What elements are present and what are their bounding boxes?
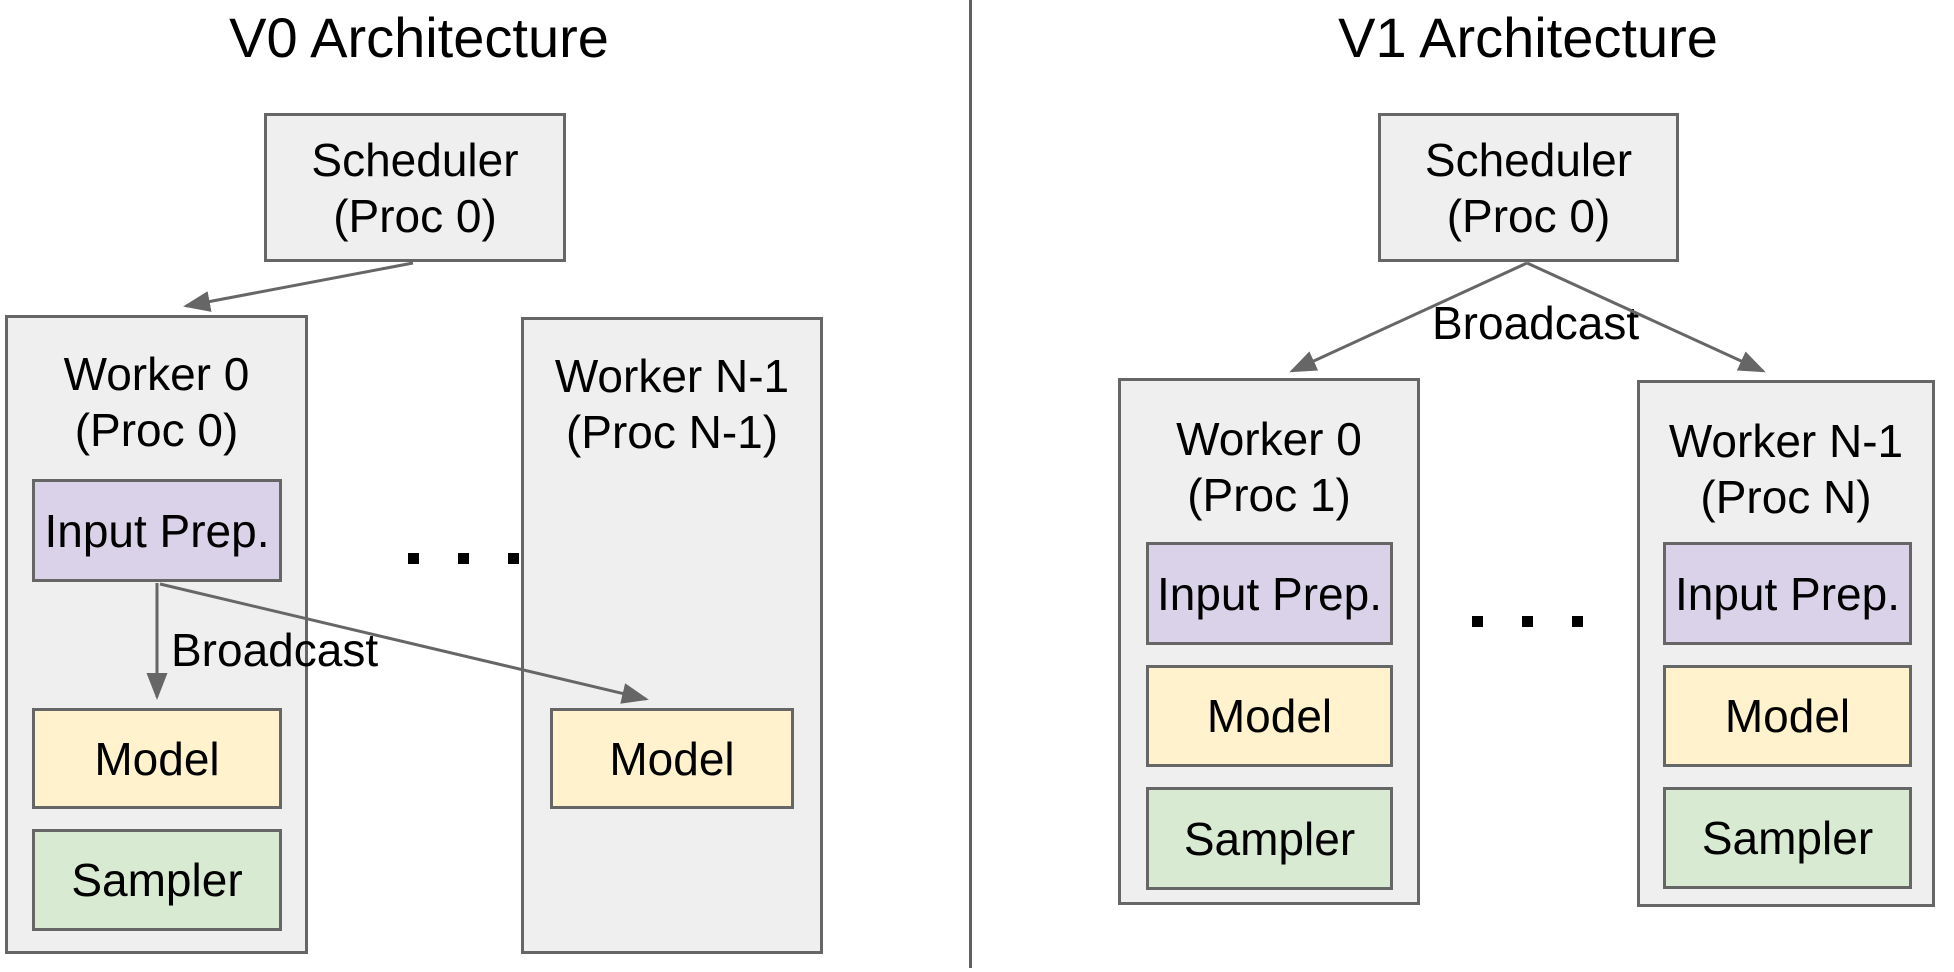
v0-scheduler-proc: (Proc 0) [333, 189, 497, 242]
v1-worker0-name: Worker 0 [1176, 413, 1362, 465]
v1-workerN-proc: (Proc N) [1700, 471, 1872, 523]
v1-workerN-name: Worker N-1 [1668, 415, 1904, 467]
v1-architecture-title: V1 Architecture [1338, 6, 1718, 69]
v0-ellipsis-dot [458, 553, 469, 564]
v0-architecture-title: V0 Architecture [229, 6, 609, 69]
v1-worker0-input-prep-box: Input Prep. [1146, 542, 1393, 645]
v0-workerN-model-box: Model [550, 708, 794, 809]
v0-scheduler-to-worker0-arrow [183, 261, 414, 312]
v0-workerN-name: Worker N-1 [554, 350, 790, 402]
v1-worker0-sampler-box: Sampler [1146, 787, 1393, 890]
v0-ellipsis-dot [408, 553, 419, 564]
v1-scheduler-box: Scheduler (Proc 0) [1378, 113, 1679, 262]
v0-ellipsis-dot [508, 553, 519, 564]
v0-worker0-model-box: Model [32, 708, 282, 809]
v1-workerN-input-prep-box: Input Prep. [1663, 542, 1912, 645]
v0-worker0-name: Worker 0 [63, 348, 250, 400]
v0-worker0-proc: (Proc 0) [74, 404, 239, 456]
v1-scheduler-proc: (Proc 0) [1446, 189, 1611, 242]
v1-scheduler-name: Scheduler [1424, 133, 1633, 186]
v1-broadcast-label: Broadcast [1432, 297, 1640, 349]
v0-scheduler-box: Scheduler (Proc 0) [264, 113, 566, 262]
v0-scheduler-name: Scheduler [311, 133, 519, 186]
v1-worker0-model-box: Model [1146, 665, 1393, 767]
v1-ellipsis-dot [1572, 616, 1583, 627]
v0-worker0-sampler-box: Sampler [32, 829, 282, 931]
v1-ellipsis-dot [1472, 616, 1483, 627]
v0-workerN-proc: (Proc N-1) [565, 406, 779, 458]
v0-workerN-box: Worker N-1 (Proc N-1) [521, 317, 823, 954]
v0-broadcast-label: Broadcast [171, 624, 379, 676]
v1-ellipsis-dot [1522, 616, 1533, 627]
v1-workerN-sampler-box: Sampler [1663, 787, 1912, 889]
panel-divider-line [969, 0, 972, 968]
v1-workerN-model-box: Model [1663, 665, 1912, 767]
v1-worker0-proc: (Proc 1) [1187, 469, 1351, 521]
v0-worker0-input-prep-box: Input Prep. [32, 479, 282, 582]
